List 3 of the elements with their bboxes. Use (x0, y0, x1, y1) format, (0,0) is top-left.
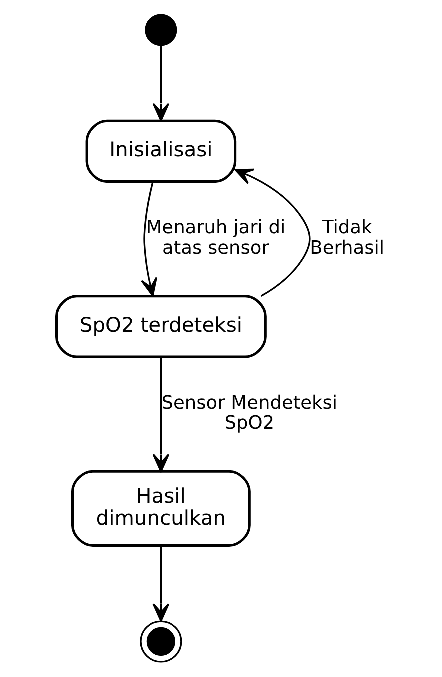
edge-label: Sensor Mendeteksi SpO2 (162, 392, 338, 434)
edge-label: Menaruh jari di atas sensor (146, 218, 286, 259)
edge-label: Tidak Berhasil (310, 218, 385, 259)
